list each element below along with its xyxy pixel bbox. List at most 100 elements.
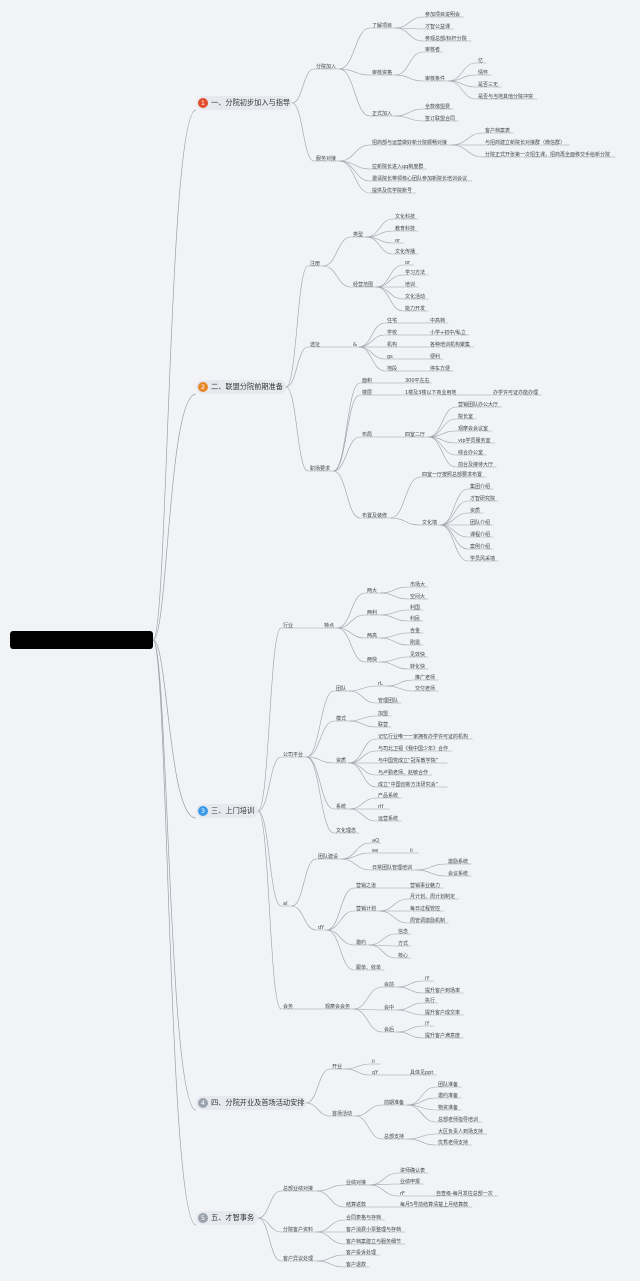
map-node[interactable]: 与司北卫视《我中国少年》合作 — [378, 746, 449, 752]
map-node[interactable]: 大区负责人到场支持 — [438, 1129, 484, 1135]
map-node[interactable]: 选址 — [310, 342, 321, 348]
map-node[interactable]: 停车方便 — [430, 366, 451, 372]
map-node[interactable]: 业绩申报 — [400, 1179, 421, 1185]
map-node[interactable]: 文化科技 — [395, 214, 416, 220]
map-node[interactable]: 集团介绍 — [470, 484, 491, 490]
map-node[interactable]: 文化活动 — [405, 294, 426, 300]
map-node[interactable]: 职场要求 — [310, 466, 331, 472]
map-node[interactable]: 小学+初中/私立 — [430, 330, 466, 336]
map-node[interactable]: 产品系统 — [378, 793, 399, 799]
map-node[interactable]: 信念 — [398, 929, 409, 935]
map-node[interactable]: 文化墙 — [422, 520, 438, 526]
map-node[interactable]: 周管调激励机制 — [410, 918, 446, 924]
map-node[interactable]: 首场活动 — [332, 1111, 353, 1117]
map-node[interactable]: 邀约准备 — [438, 1093, 459, 1099]
map-node[interactable]: 面积 — [362, 378, 373, 384]
map-node[interactable]: 中高档 — [430, 318, 446, 324]
map-node[interactable]: 提升客户满意度 — [425, 1033, 461, 1039]
map-node[interactable]: 总部老师指导培训 — [438, 1117, 479, 1123]
map-node[interactable]: 加盟 — [378, 711, 389, 717]
map-node[interactable]: 模式 — [336, 716, 347, 722]
map-node[interactable]: 营销事业魅力 — [410, 883, 441, 889]
map-node[interactable]: 地段 — [387, 366, 398, 372]
map-node[interactable]: 资质 — [470, 508, 481, 514]
map-node[interactable]: 利民 — [410, 616, 421, 622]
map-node[interactable]: 市场大 — [410, 582, 426, 588]
map-node[interactable]: 全款缴盟费 — [425, 104, 451, 110]
map-node[interactable]: 团队准备 — [438, 1082, 459, 1088]
map-node[interactable]: 正式加入 — [372, 111, 393, 117]
map-node[interactable]: 管理团队 — [378, 698, 399, 704]
map-node[interactable]: 会后 — [384, 1027, 395, 1033]
map-node[interactable]: 前台及接待大厅 — [458, 462, 494, 468]
map-node[interactable]: 类型 — [353, 232, 364, 238]
map-node[interactable]: 业绩对接 — [346, 1180, 367, 1186]
map-node[interactable]: 经营范围 — [353, 282, 374, 288]
map-node[interactable]: 文化理念 — [336, 828, 357, 834]
map-node[interactable]: rIf — [378, 804, 384, 810]
map-node[interactable]: 团队 — [336, 686, 347, 692]
map-node[interactable]: 与卢勤老师、赵敏合作 — [378, 770, 429, 776]
map-node[interactable]: 学校 — [387, 330, 398, 336]
map-node[interactable]: 核心 — [398, 953, 409, 959]
map-node[interactable]: 每日过程管控 — [410, 906, 441, 912]
map-node[interactable]: or — [405, 260, 411, 266]
map-node[interactable]: 客户异议处理 — [283, 1256, 314, 1262]
map-node[interactable]: 提供及优学院账号 — [372, 188, 413, 194]
map-node[interactable]: 楼层 — [362, 390, 373, 396]
map-node[interactable]: ee — [372, 848, 379, 854]
map-node[interactable]: 布局 — [362, 432, 373, 438]
map-node[interactable]: dY — [318, 925, 325, 931]
map-node[interactable]: 开业 — [332, 1064, 343, 1070]
map-node[interactable]: 会前 — [384, 982, 395, 988]
map-node[interactable]: 两快 — [367, 657, 378, 663]
map-node[interactable]: 分院正式开张第一次招生课，招商再全面移交手给新分院 — [485, 152, 611, 158]
map-node[interactable]: 与中国党成立“冠军教学院” — [378, 758, 439, 764]
map-node[interactable]: 转化快 — [410, 664, 426, 670]
map-node[interactable]: 审核者 — [425, 47, 441, 53]
map-node[interactable]: ii — [372, 1059, 375, 1065]
map-node[interactable]: 四室一厅按照总部要求布置 — [422, 472, 483, 478]
map-node[interactable]: 才智研究院 — [470, 496, 496, 502]
map-node[interactable]: 办学许可证亦能办理 — [493, 390, 539, 396]
map-node[interactable]: 优秀老师支持 — [438, 1140, 469, 1146]
map-node[interactable]: 签订联盟合同 — [425, 116, 456, 122]
map-node[interactable]: 参观总部/标杆分院 — [425, 36, 467, 42]
map-node[interactable]: 总部支持 — [384, 1134, 405, 1140]
map-node[interactable]: 会中 — [384, 1005, 395, 1011]
map-node[interactable]: rF — [400, 1191, 405, 1197]
map-node[interactable]: 特点 — [324, 623, 335, 629]
map-node[interactable]: 住宅 — [387, 318, 398, 324]
map-node[interactable]: 机构 — [387, 342, 398, 348]
map-node[interactable]: 前期准备 — [384, 1100, 405, 1106]
map-node[interactable]: rL — [378, 681, 383, 687]
map-node[interactable]: 激励系统 — [448, 859, 469, 865]
map-node[interactable]: 方式 — [398, 941, 409, 947]
map-node[interactable]: 情怀 — [478, 70, 489, 76]
map-node[interactable]: 营销计划 — [356, 906, 377, 912]
map-node[interactable]: 团队介绍 — [470, 520, 491, 526]
map-node[interactable]: 四室二厅 — [405, 432, 426, 438]
map-node[interactable]: 服务对接 — [316, 156, 337, 162]
map-node[interactable]: 交付老师 — [415, 686, 436, 692]
map-node[interactable]: 推广老师 — [415, 675, 436, 681]
map-node[interactable]: 团队建设 — [318, 854, 339, 860]
map-node[interactable]: 日常团队管理培训 — [372, 865, 413, 871]
map-node[interactable]: 会议系统 — [448, 871, 469, 877]
map-node[interactable]: 记忆行业唯一一家拥有办学许可证的机构 — [378, 734, 469, 740]
map-node[interactable]: 客户消费小票整理与存档 — [346, 1227, 402, 1233]
map-node[interactable]: 才智公益课 — [425, 24, 451, 30]
map-node[interactable]: 学习方法 — [405, 270, 426, 276]
map-node[interactable]: 含金 — [410, 628, 421, 634]
map-node[interactable]: 会务 — [283, 1004, 294, 1010]
map-node[interactable]: 营销之道 — [356, 883, 377, 889]
map-node[interactable]: 运营系统 — [378, 816, 399, 822]
map-node[interactable]: 案例介绍 — [470, 544, 491, 550]
map-node[interactable]: 观摩会会务 — [325, 1004, 351, 1010]
map-node[interactable]: 成立“中国创新方法研究会” — [378, 782, 439, 788]
root-node[interactable] — [10, 631, 153, 649]
map-node[interactable]: 客户退款 — [346, 1262, 367, 1268]
